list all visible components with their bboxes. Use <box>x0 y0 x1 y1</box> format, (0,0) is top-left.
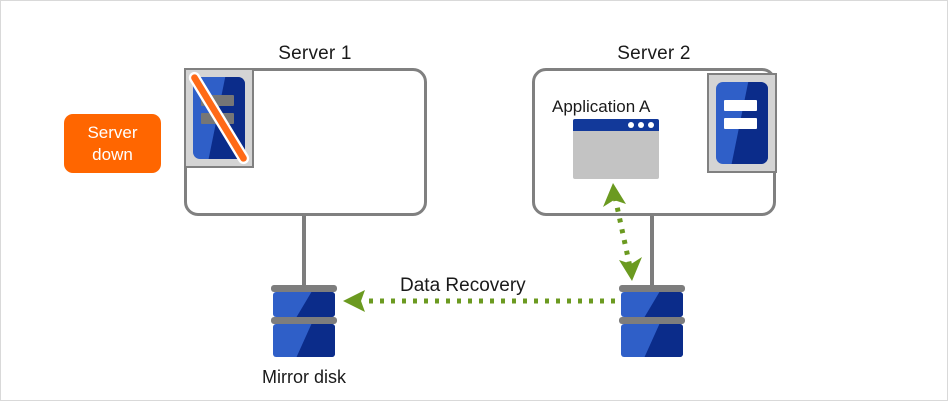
window-dot-3 <box>648 122 654 128</box>
server-2-icon-body <box>716 82 768 164</box>
server-2-icon-bar-bottom <box>724 118 757 129</box>
application-a-label: Application A <box>552 97 651 116</box>
server-2-disk-icon <box>619 285 685 357</box>
server-2-disk-connector <box>650 216 654 288</box>
server-1-icon <box>184 68 254 168</box>
application-window-icon <box>573 119 659 179</box>
server-down-badge-line1: Server <box>87 122 138 142</box>
server-2-title: Server 2 <box>617 43 691 64</box>
mirror-disk-plate-2 <box>271 317 337 324</box>
application-window-titlebar <box>573 119 659 131</box>
server-2-disk-block-1 <box>621 292 683 317</box>
window-dot-2 <box>638 122 644 128</box>
data-recovery-arrow <box>343 290 615 312</box>
server-down-badge: Server down <box>64 114 161 173</box>
server-1-icon-body <box>193 77 245 159</box>
mirror-disk-label: Mirror disk <box>262 367 346 387</box>
server-2-disk-plate-1 <box>619 285 685 292</box>
mirror-disk-block-1 <box>273 292 335 317</box>
mirror-disk-block-2 <box>273 324 335 357</box>
server-1-icon-bar-bottom <box>201 113 234 124</box>
window-dot-1 <box>628 122 634 128</box>
data-recovery-label: Data Recovery <box>400 275 526 296</box>
mirror-disk-plate-1 <box>271 285 337 292</box>
server-1-title: Server 1 <box>278 43 352 64</box>
server-2-icon <box>707 73 777 173</box>
server-1-disk-connector <box>302 216 306 288</box>
server-2-disk-block-2 <box>621 324 683 357</box>
mirror-disk-icon <box>271 285 337 357</box>
server-1-icon-bar-top <box>201 95 234 106</box>
server-2-disk-plate-2 <box>619 317 685 324</box>
server-down-badge-line2: down <box>92 144 133 164</box>
server-2-icon-bar-top <box>724 100 757 111</box>
server-2-disk-arrow <box>603 183 642 281</box>
